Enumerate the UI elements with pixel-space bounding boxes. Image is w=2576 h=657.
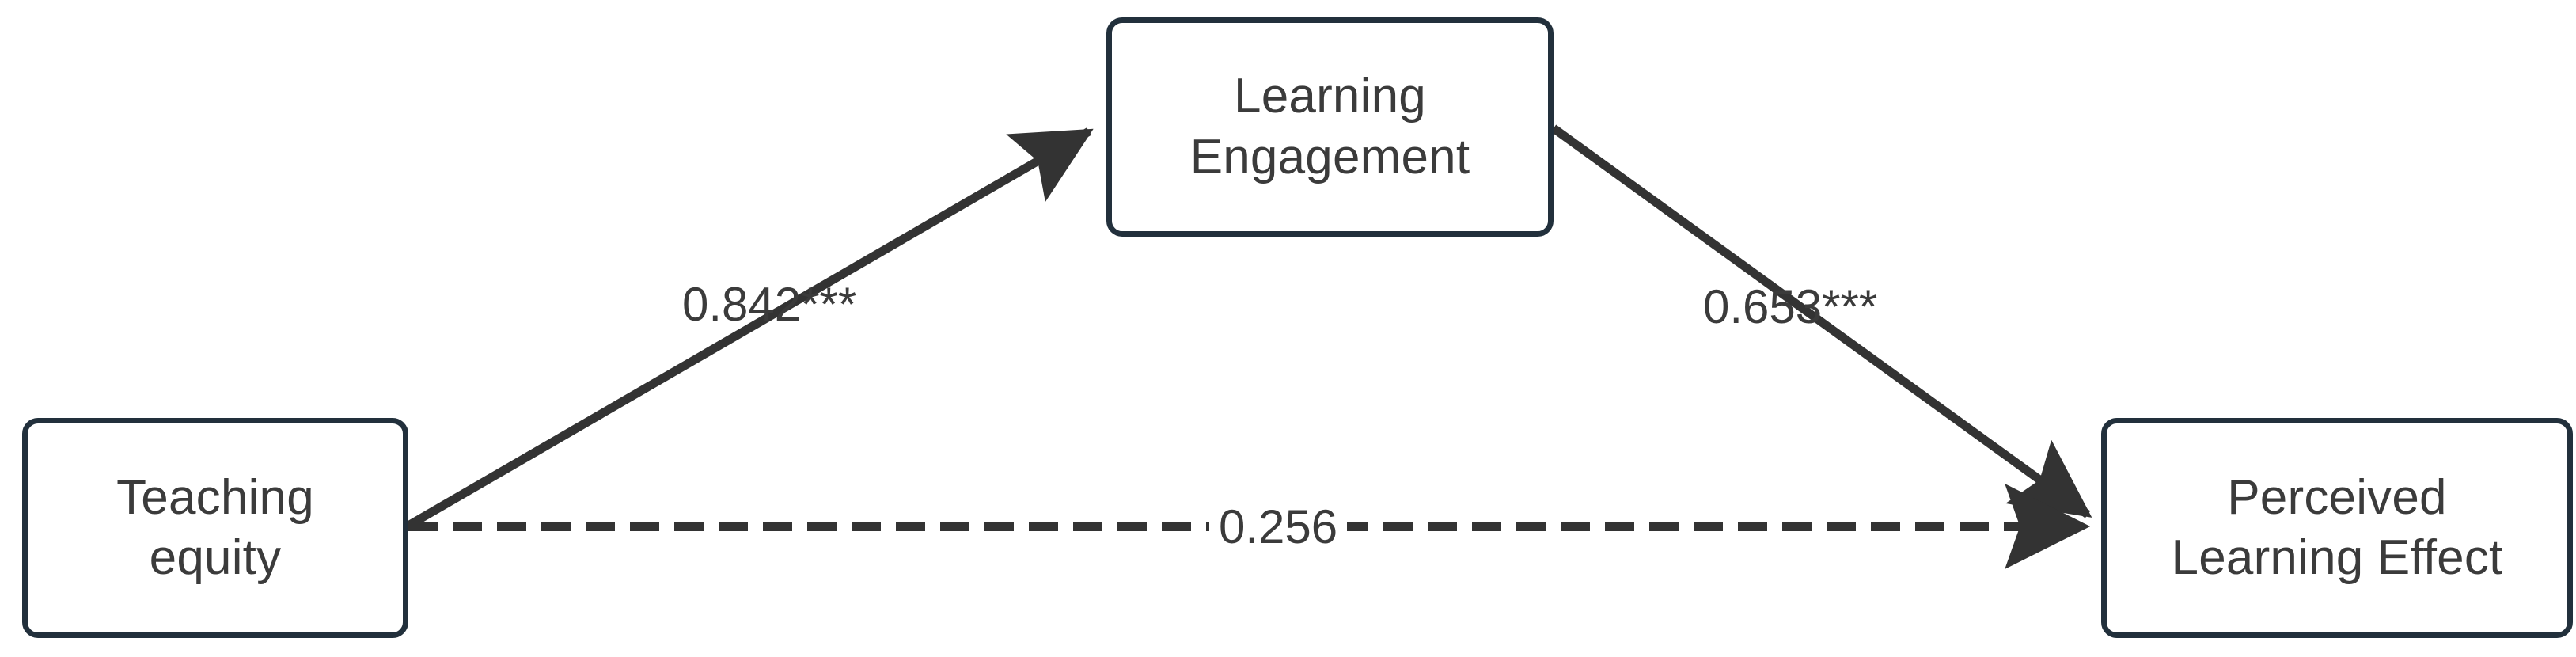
node-perceived-learning-effect-label: Perceived Learning Effect (2171, 469, 2503, 585)
node-teaching-equity-label: Teaching equity (116, 469, 314, 585)
edge-label-c-path: 0.256 (1209, 502, 1348, 556)
edge-a-path-line (406, 127, 1094, 530)
node-learning-engagement-label: Learning Engagement (1189, 69, 1470, 184)
edge-b-path-line (1550, 124, 2092, 518)
edge-label-b-path: 0.653*** (1703, 280, 1878, 333)
node-teaching-equity[interactable]: Teaching equity (22, 418, 408, 638)
node-learning-engagement[interactable]: Learning Engagement (1106, 17, 1554, 237)
edge-label-a-path: 0.842*** (682, 278, 857, 331)
node-perceived-learning-effect[interactable]: Perceived Learning Effect (2101, 418, 2573, 638)
